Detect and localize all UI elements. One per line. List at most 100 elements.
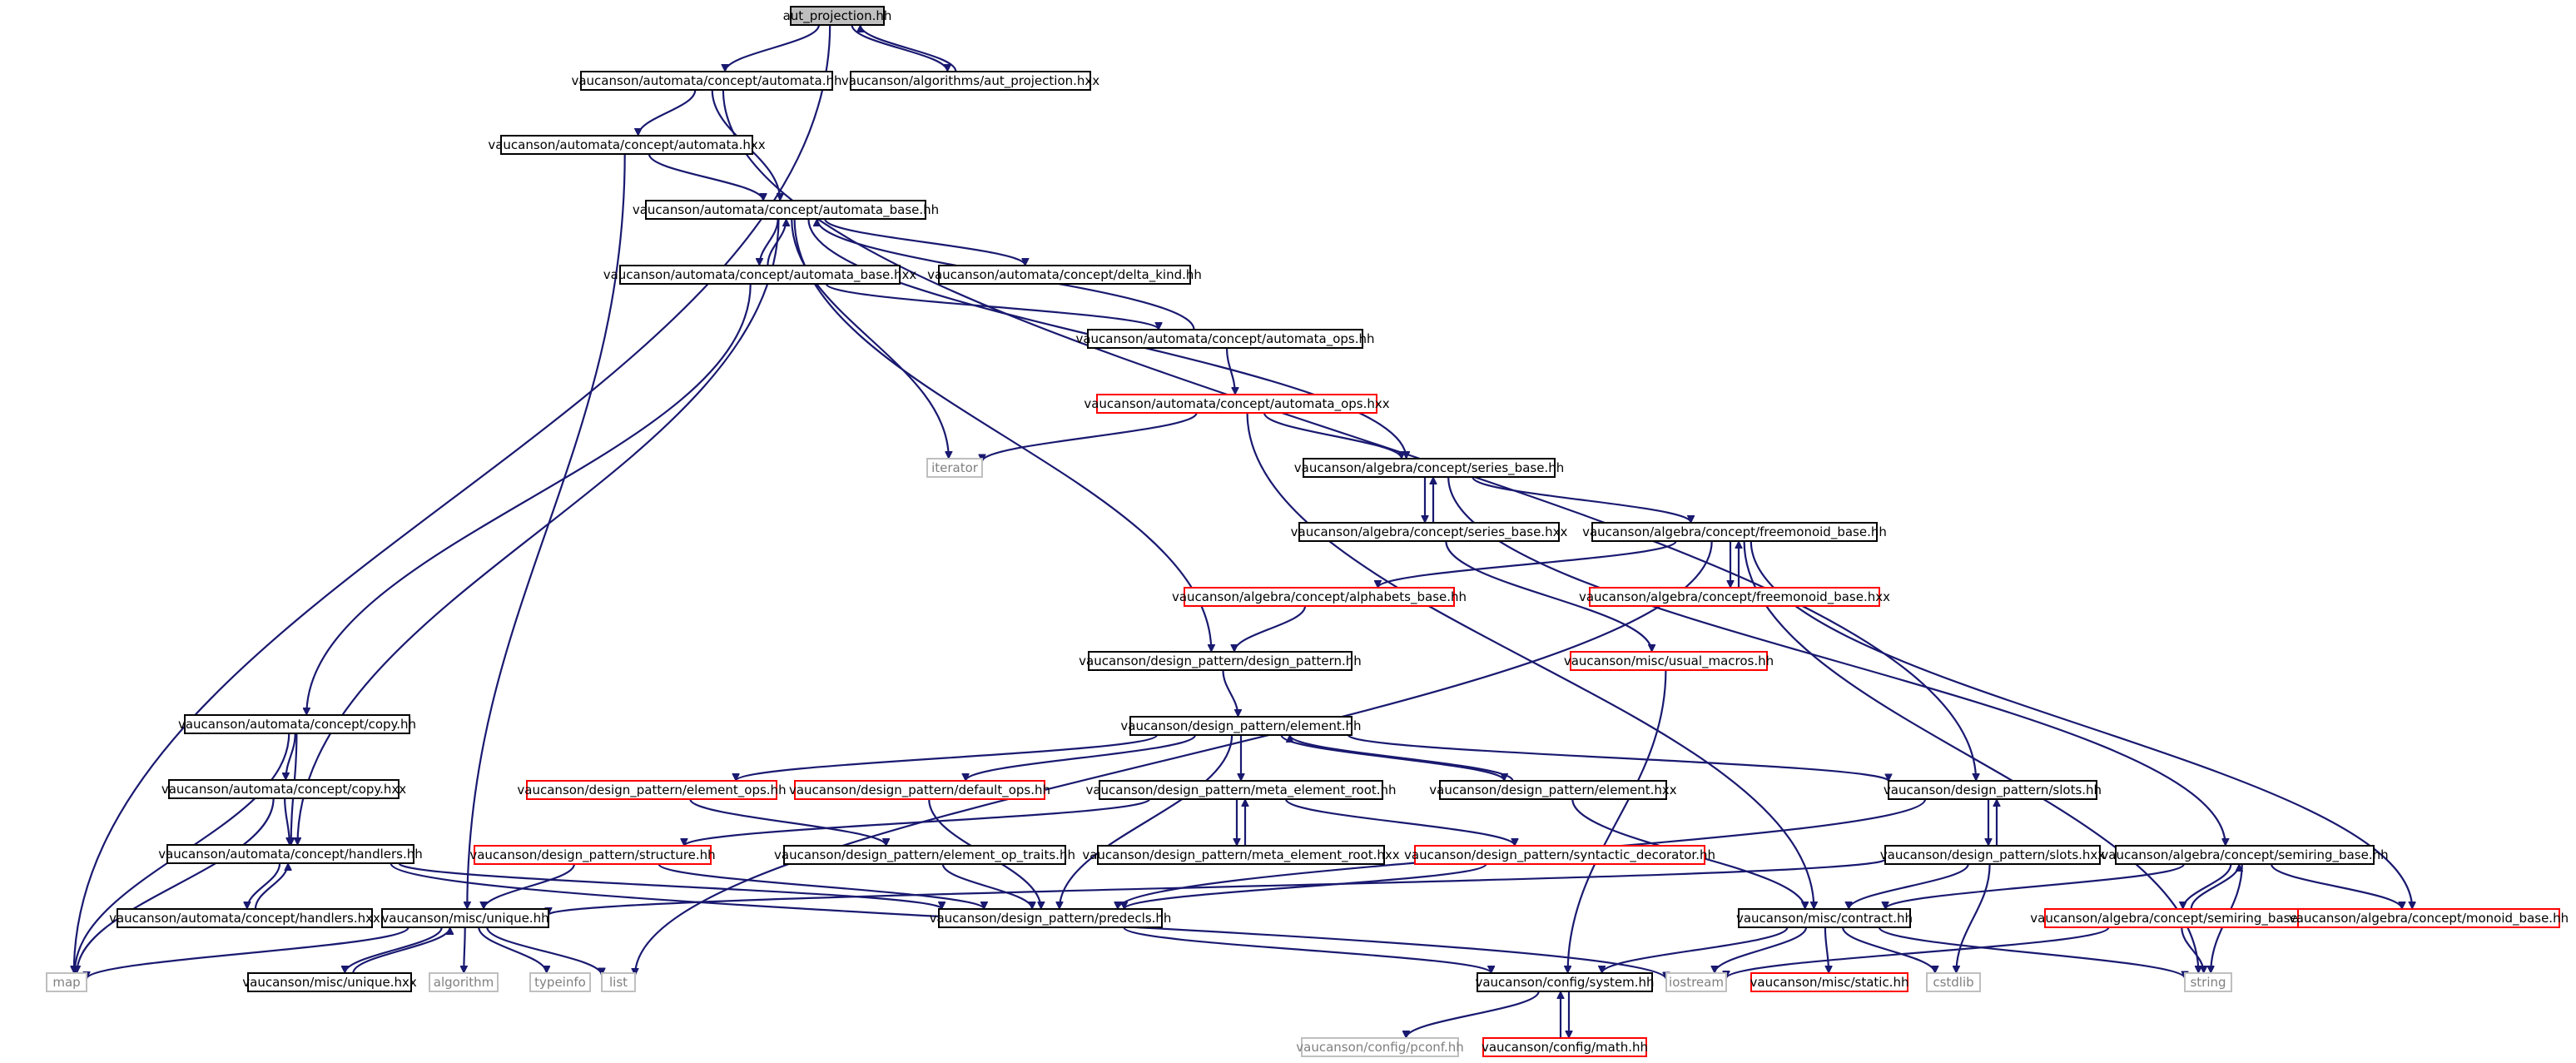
node-aut-projection-hh[interactable]: aut_projection.hh bbox=[783, 6, 892, 26]
node-syntactic-decorator-hh[interactable]: vaucanson/design_pattern/syntactic_decor… bbox=[1404, 845, 1715, 865]
node-meta-element-root-hxx[interactable]: vaucanson/design_pattern/meta_element_ro… bbox=[1082, 845, 1400, 865]
node-box bbox=[1750, 972, 1908, 992]
edge-handlers_hh-to-predecls_hh bbox=[398, 862, 941, 911]
node-iterator[interactable]: iterator bbox=[926, 458, 983, 478]
edge-element_op_traits_hh-to-predecls_hh bbox=[941, 863, 1032, 910]
node-contract-hh[interactable]: vaucanson/misc/contract.hh bbox=[1736, 908, 1913, 928]
node-default-ops-hh[interactable]: vaucanson/design_pattern/default_ops.hh bbox=[789, 780, 1050, 800]
edge-series_base_hxx-to-usual_macros_hh bbox=[1445, 540, 1651, 653]
node-list[interactable]: list bbox=[601, 972, 636, 992]
node-label: vaucanson/automata/concept/automata_ops.… bbox=[1075, 331, 1374, 347]
node-alphabets-base-hh[interactable]: vaucanson/algebra/concept/alphabets_base… bbox=[1172, 587, 1467, 607]
node-semiring-base-hxx[interactable]: vaucanson/algebra/concept/semiring_base.… bbox=[2030, 908, 2325, 928]
node-label: iostream bbox=[1669, 975, 1724, 990]
node-freemonoid-base-hxx[interactable]: vaucanson/algebra/concept/freemonoid_bas… bbox=[1579, 587, 1890, 607]
node-label: string bbox=[2190, 975, 2226, 990]
node-label: vaucanson/algebra/concept/freemonoid_bas… bbox=[1582, 524, 1887, 540]
edge-slots_hxx-to-contract_hh bbox=[1849, 863, 1969, 910]
node-aut-projection-hxx[interactable]: vaucanson/algorithms/aut_projection.hxx bbox=[841, 71, 1099, 91]
edge-meta_element_root_hh-to-structure_hh bbox=[684, 797, 1151, 847]
node-box bbox=[1482, 1037, 1647, 1057]
node-handlers-hxx[interactable]: vaucanson/automata/concept/handlers.hxx bbox=[109, 908, 380, 928]
node-predecls-hh[interactable]: vaucanson/design_pattern/predecls.hh bbox=[930, 908, 1172, 928]
node-label: vaucanson/misc/unique.hh bbox=[381, 911, 548, 926]
edge-contract_hh-to-cstdlib bbox=[1842, 926, 1935, 974]
node-element-ops-hh[interactable]: vaucanson/design_pattern/element_ops.hh bbox=[517, 780, 787, 800]
node-handlers-hh[interactable]: vaucanson/automata/concept/handlers.hh bbox=[158, 844, 423, 864]
node-freemonoid-base-hh[interactable]: vaucanson/algebra/concept/freemonoid_bas… bbox=[1582, 522, 1887, 542]
node-box bbox=[2184, 972, 2232, 992]
edge-automata_base_hh-to-delta_kind_hh bbox=[824, 218, 1025, 266]
node-box bbox=[117, 908, 373, 928]
node-box bbox=[1888, 780, 2097, 800]
node-design-pattern-hh[interactable]: vaucanson/design_pattern/design_pattern.… bbox=[1079, 651, 1362, 671]
node-label: vaucanson/automata/concept/automata.hxx bbox=[488, 137, 765, 152]
edge-contract_hh-to-static_hh bbox=[1824, 926, 1829, 973]
node-typeinfo[interactable]: typeinfo bbox=[529, 972, 591, 992]
edge-semiring_base_hh-to-monoid_base_hh bbox=[2270, 863, 2402, 910]
edge-element_hxx-to-element_hh bbox=[1290, 734, 1514, 782]
edge-element_hh-to-element_hxx bbox=[1280, 734, 1505, 782]
edge-predecls_hh-to-system_hh bbox=[1123, 926, 1491, 975]
node-label: vaucanson/algebra/concept/series_base.hx… bbox=[1291, 524, 1568, 540]
node-pconf-hh[interactable]: vaucanson/config/pconf.hh bbox=[1296, 1037, 1464, 1057]
node-label: vaucanson/misc/usual_macros.hh bbox=[1564, 653, 1774, 669]
node-static-hh[interactable]: vaucanson/misc/static.hh bbox=[1750, 972, 1909, 992]
node-element-op-traits-hh[interactable]: vaucanson/design_pattern/element_op_trai… bbox=[774, 845, 1075, 865]
node-slots-hxx[interactable]: vaucanson/design_pattern/slots.hxx bbox=[1880, 845, 2106, 865]
node-box bbox=[1087, 329, 1363, 349]
edge-automata_base_hh-to-handlers_hh bbox=[298, 218, 780, 845]
node-element-hh[interactable]: vaucanson/design_pattern/element.hh bbox=[1120, 716, 1362, 736]
node-automata-hxx[interactable]: vaucanson/automata/concept/automata.hxx bbox=[488, 135, 766, 155]
node-monoid-base-hh[interactable]: vaucanson/algebra/concept/monoid_base.hh bbox=[2289, 908, 2569, 928]
node-delta-kind-hh[interactable]: vaucanson/automata/concept/delta_kind.hh bbox=[927, 265, 1202, 285]
node-element-hxx[interactable]: vaucanson/design_pattern/element.hxx bbox=[1429, 780, 1677, 800]
node-string[interactable]: string bbox=[2184, 972, 2232, 992]
node-copy-hxx[interactable]: vaucanson/automata/concept/copy.hxx bbox=[161, 779, 406, 799]
node-meta-element-root-hh[interactable]: vaucanson/design_pattern/meta_element_ro… bbox=[1085, 780, 1397, 800]
node-semiring-base-hh[interactable]: vaucanson/algebra/concept/semiring_base.… bbox=[2101, 845, 2389, 865]
node-label: vaucanson/automata/concept/delta_kind.hh bbox=[927, 267, 1202, 283]
node-series-base-hh[interactable]: vaucanson/algebra/concept/series_base.hh bbox=[1294, 458, 1564, 478]
node-box bbox=[529, 972, 591, 992]
node-iostream[interactable]: iostream bbox=[1665, 972, 1727, 992]
node-label: iterator bbox=[931, 460, 979, 475]
node-label: vaucanson/design_pattern/slots.hh bbox=[1884, 782, 2102, 798]
node-box bbox=[381, 908, 549, 928]
node-label: vaucanson/config/math.hh bbox=[1482, 1040, 1648, 1055]
edge-automata_ops_hh-to-automata_ops_hxx bbox=[1225, 347, 1235, 395]
edge-freemonoid_base_hh-to-string bbox=[1743, 540, 2199, 973]
node-algorithm[interactable]: algorithm bbox=[429, 972, 499, 992]
edge-element_hh-to-default_ops_hh bbox=[965, 734, 1196, 782]
node-automata-hh[interactable]: vaucanson/automata/concept/automata.hh bbox=[571, 71, 842, 91]
node-label: vaucanson/config/system.hh bbox=[1475, 975, 1654, 990]
node-copy-hh[interactable]: vaucanson/automata/concept/copy.hh bbox=[178, 714, 416, 734]
node-usual-macros-hh[interactable]: vaucanson/misc/usual_macros.hh bbox=[1564, 651, 1774, 671]
edge-unique_hh-to-typeinfo bbox=[478, 926, 546, 974]
node-box bbox=[926, 458, 983, 478]
node-structure-hh[interactable]: vaucanson/design_pattern/structure.hh bbox=[469, 845, 716, 865]
node-automata-ops-hxx[interactable]: vaucanson/automata/concept/automata_ops.… bbox=[1084, 394, 1390, 414]
node-box bbox=[601, 972, 636, 992]
node-math-hh[interactable]: vaucanson/config/math.hh bbox=[1482, 1037, 1648, 1057]
node-automata-ops-hh[interactable]: vaucanson/automata/concept/automata_ops.… bbox=[1075, 329, 1375, 349]
node-unique-hh[interactable]: vaucanson/misc/unique.hh bbox=[381, 908, 549, 928]
node-label: vaucanson/algorithms/aut_projection.hxx bbox=[841, 73, 1099, 89]
node-box bbox=[46, 972, 87, 992]
node-system-hh[interactable]: vaucanson/config/system.hh bbox=[1475, 972, 1655, 992]
node-box bbox=[938, 265, 1191, 285]
edge-unique_hxx-to-unique_hh bbox=[352, 926, 449, 974]
edge-semiring_base_hh-to-semiring_base_hxx bbox=[2183, 863, 2232, 910]
edge-semiring_base_hxx-to-string bbox=[2181, 926, 2203, 974]
node-automata-base-hh[interactable]: vaucanson/automata/concept/automata_base… bbox=[633, 200, 939, 220]
node-slots-hh[interactable]: vaucanson/design_pattern/slots.hh bbox=[1884, 780, 2102, 800]
node-label: vaucanson/automata/concept/automata_base… bbox=[633, 202, 939, 218]
node-box bbox=[1088, 651, 1353, 671]
node-series-base-hxx[interactable]: vaucanson/algebra/concept/series_base.hx… bbox=[1291, 522, 1568, 542]
node-label: vaucanson/algebra/concept/freemonoid_bas… bbox=[1579, 589, 1890, 605]
node-label: vaucanson/design_pattern/meta_element_ro… bbox=[1085, 782, 1396, 798]
node-automata-base-hxx[interactable]: vaucanson/automata/concept/automata_base… bbox=[603, 265, 917, 285]
node-cstdlib[interactable]: cstdlib bbox=[1926, 972, 1981, 992]
node-map[interactable]: map bbox=[46, 972, 87, 992]
node-unique-hxx[interactable]: vaucanson/misc/unique.hxx bbox=[242, 972, 417, 992]
